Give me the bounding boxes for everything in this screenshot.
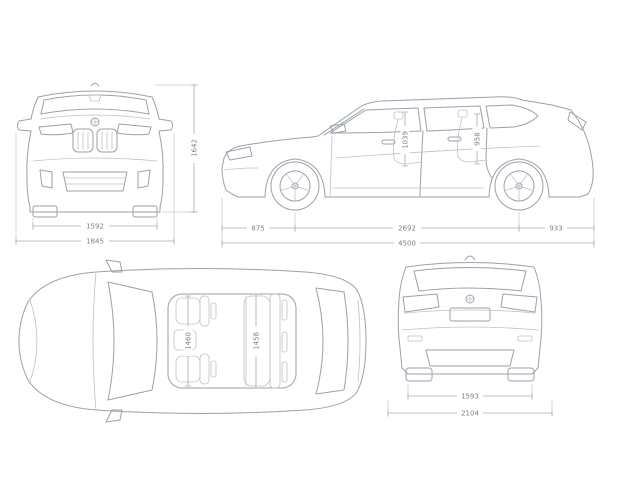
front-view-dimensions: 1592 1845 1642 xyxy=(15,84,199,246)
license-plate-recess xyxy=(449,307,491,322)
shoulder-room-rear-dimension: 1458 xyxy=(251,293,261,389)
front-view xyxy=(17,83,173,218)
rear-door-handle xyxy=(447,136,462,142)
front-door-seam xyxy=(419,130,424,197)
side-view-dimensions: 875 2692 933 4500 xyxy=(221,198,595,248)
right-taillight xyxy=(500,293,538,313)
side-taillight xyxy=(567,111,587,131)
dim-shoulder-room-rear: 1458 xyxy=(253,332,261,350)
headroom-front-dimension: 1039 xyxy=(400,111,410,167)
front-seats-plan xyxy=(173,295,217,385)
lower-intake xyxy=(62,171,128,192)
side-view: 1039 958 xyxy=(221,96,594,211)
dim-rear-overall-width: 2104 xyxy=(461,410,479,418)
dim-shoulder-room-front: 1460 xyxy=(185,332,193,350)
rear-door-window xyxy=(423,105,485,132)
rear-seat-profile xyxy=(457,109,487,163)
front-wheel-arch xyxy=(264,158,326,198)
interior-mirror xyxy=(88,94,102,102)
rear-view xyxy=(397,255,543,382)
headroom-rear-dimension: 958 xyxy=(472,113,482,165)
top-view: 1460 1458 xyxy=(18,259,367,423)
rear-diffuser xyxy=(425,349,515,367)
rear-wheel-arch xyxy=(488,158,550,198)
side-rear-wheel xyxy=(494,161,544,211)
left-reflector xyxy=(407,335,423,342)
panoramic-roof xyxy=(167,293,297,389)
rear-brand-roundel-icon xyxy=(465,294,475,304)
rear-left-wheel xyxy=(405,367,433,382)
left-taillight xyxy=(402,293,440,313)
left-headlight xyxy=(38,123,74,136)
front-seat-profile xyxy=(393,111,423,165)
top-left-mirror xyxy=(105,259,123,273)
front-left-wheel xyxy=(32,205,58,218)
dim-front-overall-width: 1845 xyxy=(86,238,104,246)
dim-headroom-rear: 958 xyxy=(474,132,482,145)
rear-door-seam xyxy=(485,127,493,179)
dim-rear-track: 1593 xyxy=(461,393,479,401)
dim-headroom-front: 1039 xyxy=(402,131,410,149)
antenna-fin xyxy=(90,83,100,87)
rear-bench-plan xyxy=(243,293,288,389)
right-mirror xyxy=(158,118,173,132)
quarter-window xyxy=(485,104,539,129)
dim-wheelbase: 2692 xyxy=(398,225,416,233)
kidney-grille xyxy=(72,128,118,153)
brand-roundel-icon xyxy=(90,117,100,127)
front-door-handle xyxy=(381,139,396,145)
shoulder-room-front-dimension: 1460 xyxy=(183,295,193,387)
dim-front-overhang: 875 xyxy=(251,225,264,233)
rear-antenna-fin xyxy=(464,255,476,261)
rear-view-dimensions: 1593 2104 xyxy=(387,384,553,418)
left-mirror xyxy=(17,118,32,132)
side-headlight xyxy=(225,146,253,161)
rear-window xyxy=(413,267,527,292)
side-front-wheel xyxy=(270,161,320,211)
right-reflector xyxy=(517,335,533,342)
dim-overall-length: 4500 xyxy=(398,240,416,248)
front-right-wheel xyxy=(132,205,158,218)
dim-front-track: 1592 xyxy=(86,223,104,231)
dim-height: 1642 xyxy=(191,139,199,157)
rear-right-wheel xyxy=(507,367,535,382)
right-headlight xyxy=(116,123,152,136)
dim-rear-overhang: 933 xyxy=(549,225,562,233)
front-door-window xyxy=(329,107,422,134)
side-mirror xyxy=(329,123,347,134)
top-right-mirror xyxy=(105,409,123,423)
